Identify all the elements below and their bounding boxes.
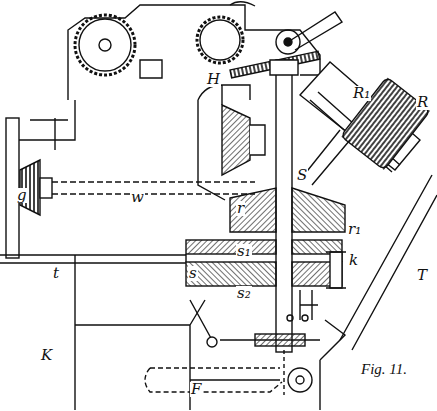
flange [186,240,276,254]
flange-gap [186,254,342,262]
gear-teeth [197,17,243,63]
part-letter: t [52,266,60,281]
bracket [30,118,68,150]
roll [341,77,431,170]
pin [287,315,293,321]
bolt [330,252,342,288]
part-letter: H [206,72,221,87]
part-letter: S [296,168,308,183]
roll [341,77,431,170]
gear [200,20,240,60]
lever [0,255,186,263]
pivot-pin [296,376,304,384]
part-letter: K [40,348,53,363]
part-letter: w [130,190,145,205]
part-letter: T [416,268,428,283]
pivot [207,337,217,347]
part-letter: R₁ [352,86,371,101]
part-letter: s [188,266,198,281]
pivot [288,368,312,392]
spindle [276,60,292,352]
figure-caption: Fig. 11. [360,362,408,377]
roll [341,77,431,170]
shaft [52,182,255,194]
gear [79,19,131,71]
pedal [145,368,282,392]
part-letter: r [236,201,245,216]
part-letter: R [416,95,429,110]
part-letter: k [348,253,359,268]
bevel-gear-section [222,105,250,175]
part-letter: g [16,188,28,203]
gear-hub [99,39,111,51]
pin [302,315,308,321]
cord [230,2,255,6]
frame [190,320,345,410]
gear-hub [40,178,52,198]
chute [340,175,437,350]
disc-section [292,188,345,232]
part-letter: F [190,382,202,397]
hand-lever [288,12,342,50]
slide [255,334,305,346]
part-letter: s₁ [236,244,252,259]
part-letter: s₂ [236,286,252,301]
disc-section [230,188,276,232]
bearing [140,60,162,78]
housing [198,85,250,200]
gear-teeth [75,15,135,75]
rod [283,350,284,395]
rack [230,51,320,78]
bolt-head [326,252,346,288]
collar [270,60,298,75]
part-letter: r₁ [347,222,362,237]
bevel-gear-hub [250,125,265,155]
flange [186,262,276,286]
link [300,290,318,320]
